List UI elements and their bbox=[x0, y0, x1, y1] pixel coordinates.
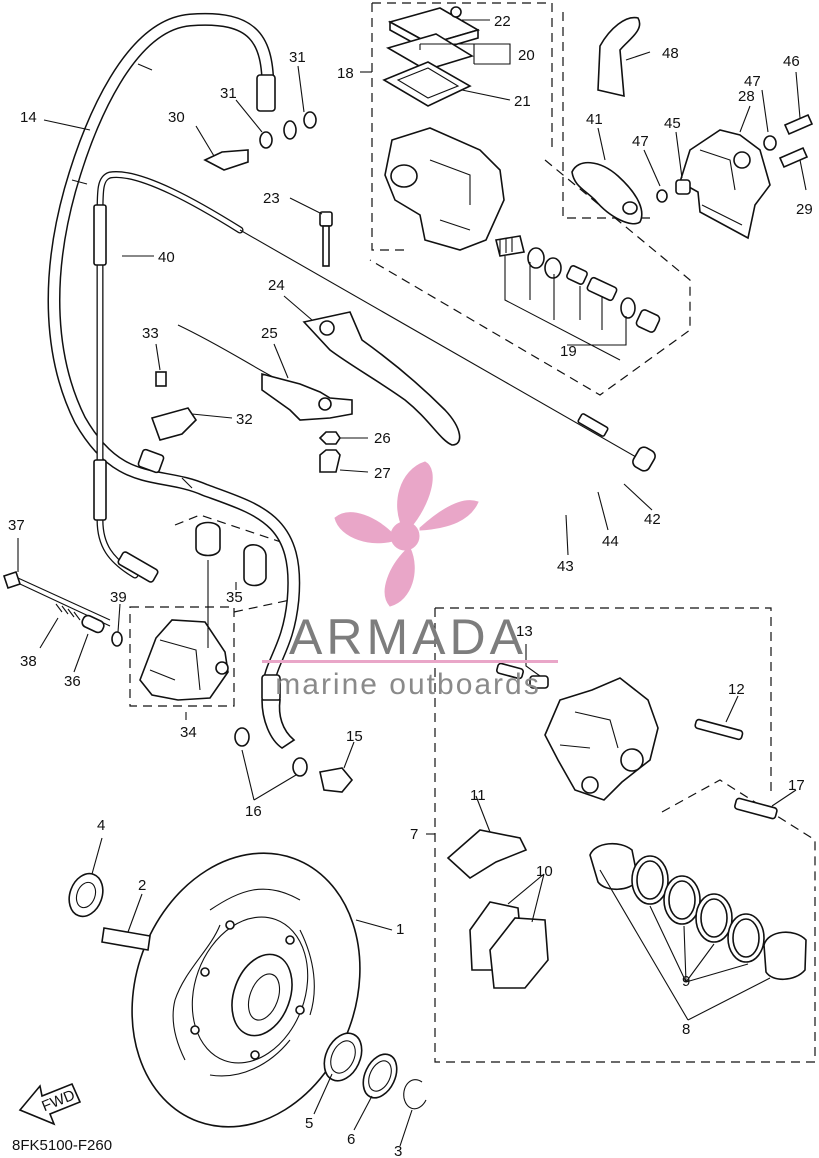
callout-5: 5 bbox=[305, 1115, 313, 1132]
lever-group bbox=[150, 111, 461, 473]
callout-41: 41 bbox=[586, 111, 603, 128]
callout-28: 28 bbox=[738, 88, 755, 105]
master-cylinder-group bbox=[319, 6, 661, 333]
callout-3: 3 bbox=[394, 1143, 402, 1158]
callout-22: 22 bbox=[494, 13, 511, 30]
callout-23: 23 bbox=[263, 190, 280, 207]
callout-30: 30 bbox=[168, 109, 185, 126]
callout-16: 16 bbox=[245, 803, 262, 820]
watermark-divider bbox=[262, 660, 558, 663]
watermark: ARMADA marine outboards bbox=[262, 461, 558, 701]
callout-31a: 31 bbox=[220, 85, 237, 102]
callout-29: 29 bbox=[796, 201, 813, 218]
callout-42: 42 bbox=[644, 511, 661, 528]
callout-36: 36 bbox=[64, 673, 81, 690]
diagram-code: 8FK5100-F260 bbox=[12, 1137, 112, 1154]
callout-33: 33 bbox=[142, 325, 159, 342]
callout-35: 35 bbox=[226, 589, 243, 606]
brake-hose bbox=[47, 12, 301, 749]
callout-14: 14 bbox=[20, 109, 37, 126]
callout-labels: 1 2 3 4 5 6 7 8 9 10 11 12 13 14 15 16 1… bbox=[8, 13, 813, 1158]
watermark-tagline: marine outboards bbox=[275, 668, 540, 701]
callout-46: 46 bbox=[783, 53, 800, 70]
callout-18: 18 bbox=[337, 65, 354, 82]
front-caliper-group bbox=[446, 662, 807, 989]
callout-43: 43 bbox=[557, 558, 574, 575]
callout-20: 20 bbox=[518, 47, 535, 64]
rear-caliper-group bbox=[2, 521, 267, 701]
callout-13: 13 bbox=[516, 623, 533, 640]
banjo-bolt-group bbox=[234, 727, 354, 793]
brake-cable bbox=[93, 171, 656, 583]
callout-47a: 47 bbox=[744, 73, 761, 90]
propeller-logo-icon bbox=[334, 461, 479, 607]
callout-4: 4 bbox=[97, 817, 105, 834]
leader-lines bbox=[17, 19, 807, 1147]
callout-21: 21 bbox=[514, 93, 531, 110]
callout-12: 12 bbox=[728, 681, 745, 698]
callout-39: 39 bbox=[110, 589, 127, 606]
callout-26: 26 bbox=[374, 430, 391, 447]
callout-8: 8 bbox=[682, 1021, 690, 1038]
callout-45: 45 bbox=[664, 115, 681, 132]
callout-37: 37 bbox=[8, 517, 25, 534]
callout-1: 1 bbox=[396, 921, 404, 938]
callout-40: 40 bbox=[158, 249, 175, 266]
callout-32: 32 bbox=[236, 411, 253, 428]
callout-38: 38 bbox=[20, 653, 37, 670]
callout-47b: 47 bbox=[632, 133, 649, 150]
callout-19: 19 bbox=[560, 343, 577, 360]
callout-31b: 31 bbox=[289, 49, 306, 66]
callout-2: 2 bbox=[138, 877, 146, 894]
fwd-arrow-icon: FWD bbox=[18, 1082, 82, 1126]
callout-6: 6 bbox=[347, 1131, 355, 1148]
callout-24: 24 bbox=[268, 277, 285, 294]
callout-10: 10 bbox=[536, 863, 553, 880]
callout-7: 7 bbox=[410, 826, 418, 843]
callout-25: 25 bbox=[261, 325, 278, 342]
callout-11: 11 bbox=[470, 787, 486, 804]
callout-48: 48 bbox=[662, 45, 679, 62]
callout-34: 34 bbox=[180, 724, 197, 741]
callout-15: 15 bbox=[346, 728, 363, 745]
callout-44: 44 bbox=[602, 533, 619, 550]
callout-27: 27 bbox=[374, 465, 391, 482]
callout-9: 9 bbox=[682, 973, 690, 990]
brake-disc-group bbox=[68, 852, 427, 1128]
callout-17: 17 bbox=[788, 777, 805, 794]
watermark-brand: ARMADA bbox=[289, 609, 527, 665]
bracket-group bbox=[571, 16, 814, 240]
